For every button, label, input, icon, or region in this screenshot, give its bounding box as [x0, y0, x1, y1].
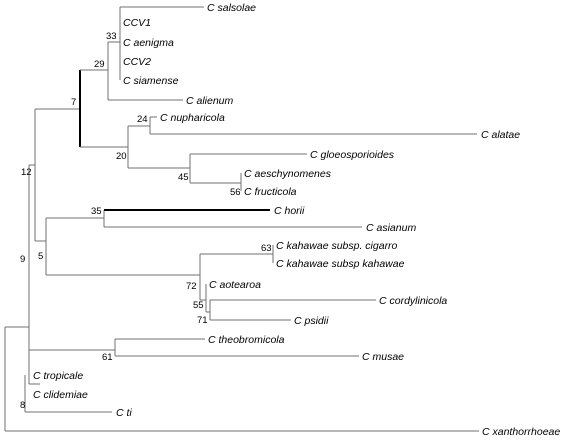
taxon-label: C asianum: [366, 222, 416, 234]
taxon-label: C kahawae subsp. cigarro: [276, 240, 398, 252]
support-value: 7: [71, 97, 76, 108]
taxon-label: C theobromicola: [208, 334, 285, 346]
taxon-label: C aenigma: [123, 37, 174, 49]
support-value: 63: [261, 243, 272, 254]
support-value: 33: [106, 31, 117, 42]
taxon-label: C cordylinicola: [379, 295, 447, 307]
taxon-label: C kahawae subsp kahawae: [276, 258, 405, 270]
taxon-label: C aotearoa: [209, 279, 261, 291]
support-value: 20: [116, 151, 127, 162]
taxon-label: C siamense: [123, 75, 179, 87]
taxon-label: C tropicale: [33, 370, 83, 382]
branches: [4, 6, 479, 432]
support-value: 24: [137, 114, 148, 125]
taxon-label: C alienum: [186, 95, 234, 107]
support-value: 71: [197, 315, 208, 326]
support-value: 72: [186, 281, 197, 292]
support-value: 45: [178, 172, 189, 183]
taxon-label: C nupharicola: [160, 112, 225, 124]
support-value: 55: [193, 300, 204, 311]
taxon-labels: C salsolae CCV1 C aenigma CCV2 C siamens…: [33, 2, 560, 438]
taxon-label: C fructicola: [244, 186, 297, 198]
support-value: 29: [94, 59, 105, 70]
taxon-label: C xanthorrhoeae: [482, 426, 560, 438]
support-value: 12: [21, 167, 32, 178]
support-value: 56: [230, 187, 241, 198]
taxon-label: C aeschynomenes: [244, 168, 332, 180]
taxon-label: C clidemiae: [33, 389, 88, 401]
support-value: 5: [38, 251, 43, 262]
taxon-label: C alatae: [481, 129, 520, 141]
taxon-label: C psidii: [294, 315, 329, 327]
support-value: 61: [102, 352, 113, 363]
support-values: 33 29 7 24 20 45 56 12 35 5 63 72 55 71 …: [20, 31, 272, 411]
taxon-label: C gloeosporioides: [310, 149, 395, 161]
taxon-label: C musae: [362, 351, 404, 363]
taxon-label: C salsolae: [207, 2, 256, 14]
support-value: 35: [91, 206, 102, 217]
support-value: 8: [20, 400, 25, 411]
taxon-label: CCV1: [123, 17, 151, 29]
taxon-label: CCV2: [123, 56, 151, 68]
support-value: 9: [20, 254, 25, 265]
taxon-label: C horii: [274, 205, 305, 217]
taxon-label: C ti: [116, 407, 132, 419]
